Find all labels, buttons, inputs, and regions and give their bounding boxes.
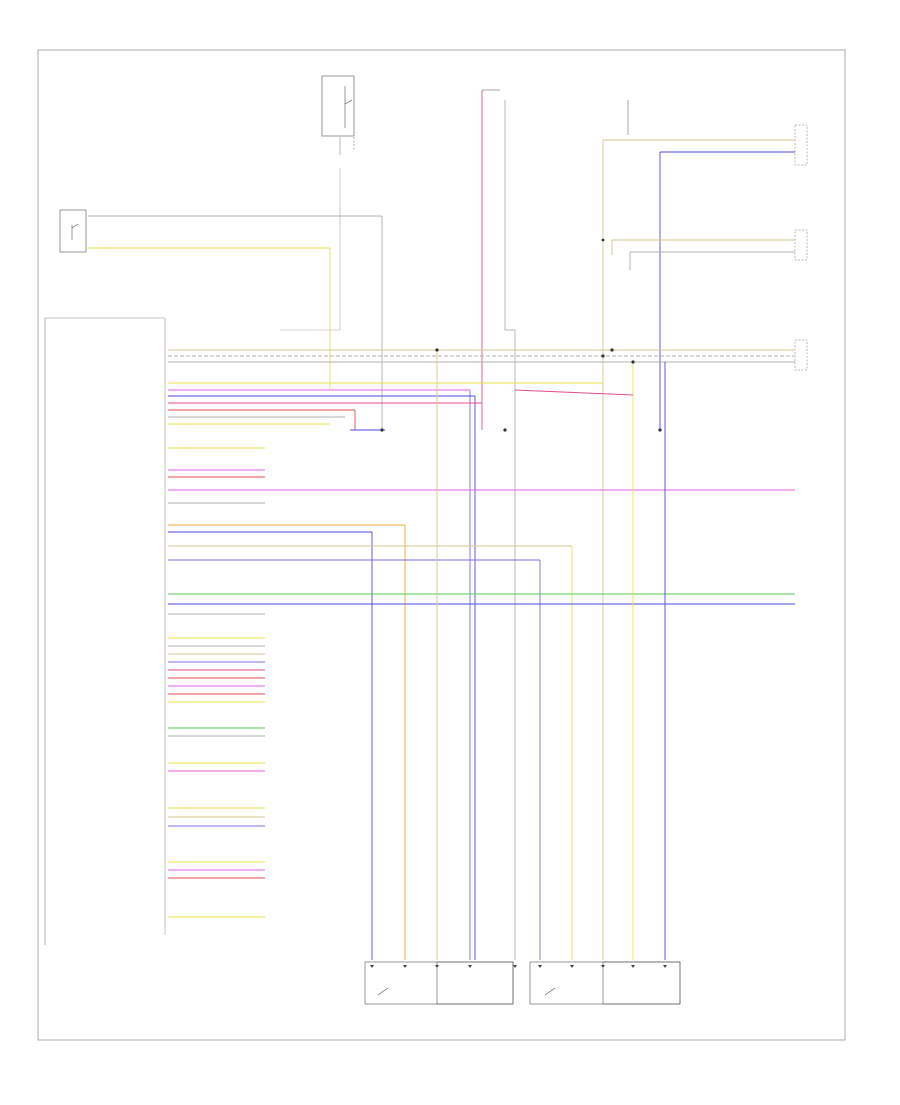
stub-group-3 <box>168 762 265 772</box>
relay-box <box>321 75 355 137</box>
sheet-border <box>37 49 846 1041</box>
bottom-right-component <box>529 961 681 1005</box>
bottom-left-component <box>364 961 514 1005</box>
sensor-box <box>59 209 87 253</box>
module-outline <box>44 317 165 945</box>
stub-group-4 <box>168 807 265 827</box>
stub-group-2 <box>168 727 265 737</box>
stub-group-1 <box>168 637 265 703</box>
stub-group-5 <box>168 861 265 879</box>
